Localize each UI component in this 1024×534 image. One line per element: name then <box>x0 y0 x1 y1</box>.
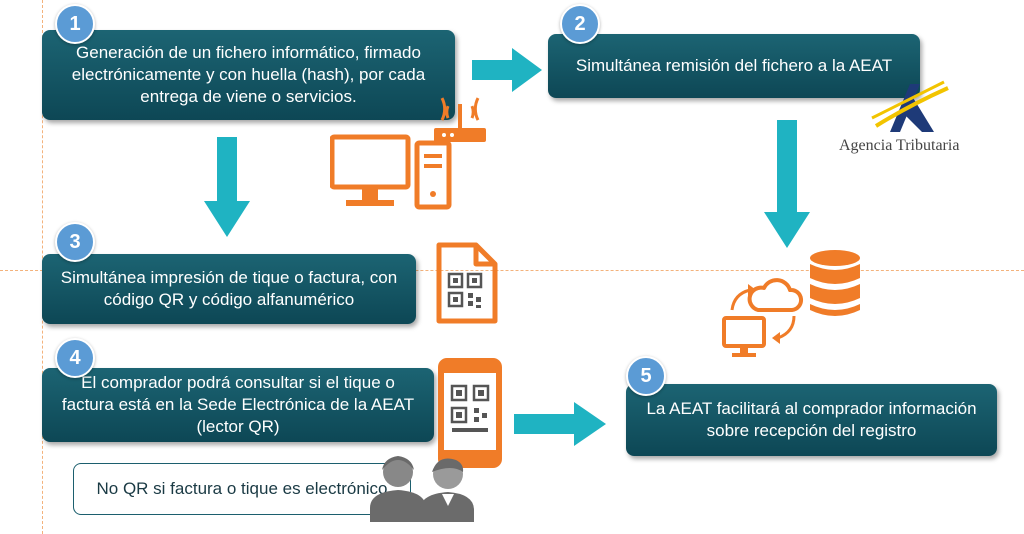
step-5-box: La AEAT facilitará al comprador informac… <box>626 384 997 456</box>
no-qr-note: No QR si factura o tique es electrónico <box>73 463 411 515</box>
step-4-number: 4 <box>55 338 95 378</box>
arrow-down-step2-to-database <box>764 120 810 248</box>
step-2-box: Simultánea remisión del fichero a la AEA… <box>548 34 920 98</box>
database-icon <box>810 250 860 316</box>
arrow-right-step1-to-step2 <box>472 48 542 92</box>
smartphone-qr-icon <box>438 358 502 468</box>
qr-document-icon <box>436 242 498 324</box>
pc-tower-icon <box>414 140 452 210</box>
arrow-right-step4-to-step5 <box>514 402 606 446</box>
step-4-box: El comprador podrá consultar si el tique… <box>42 368 434 442</box>
guide-line-horizontal <box>0 270 1024 271</box>
step-1-number: 1 <box>55 4 95 44</box>
router-icon <box>434 97 486 142</box>
cloud-sync-icon <box>722 278 803 357</box>
step-1-text: Generación de un fichero informático, fi… <box>71 43 426 106</box>
no-qr-note-text: No QR si factura o tique es electrónico <box>96 479 388 498</box>
step-3-text: Simultánea impresión de tique o factura,… <box>60 268 398 309</box>
arrow-down-step1-to-step3 <box>204 137 250 237</box>
aeat-logo-text: Agencia Tributaria <box>839 137 960 154</box>
buyers-icon <box>370 456 474 522</box>
step-5-number: 5 <box>626 356 666 396</box>
aeat-logo-icon <box>871 80 949 132</box>
step-2-text: Simultánea remisión del fichero a la AEA… <box>575 56 893 75</box>
step-4-text: El comprador podrá consultar si el tique… <box>61 373 415 436</box>
step-5-text: La AEAT facilitará al comprador informac… <box>646 399 977 440</box>
step-2-number: 2 <box>560 4 600 44</box>
step-1-box: Generación de un fichero informático, fi… <box>42 30 455 120</box>
step-3-box: Simultánea impresión de tique o factura,… <box>42 254 416 324</box>
computer-icon <box>330 134 411 206</box>
step-3-number: 3 <box>55 222 95 262</box>
